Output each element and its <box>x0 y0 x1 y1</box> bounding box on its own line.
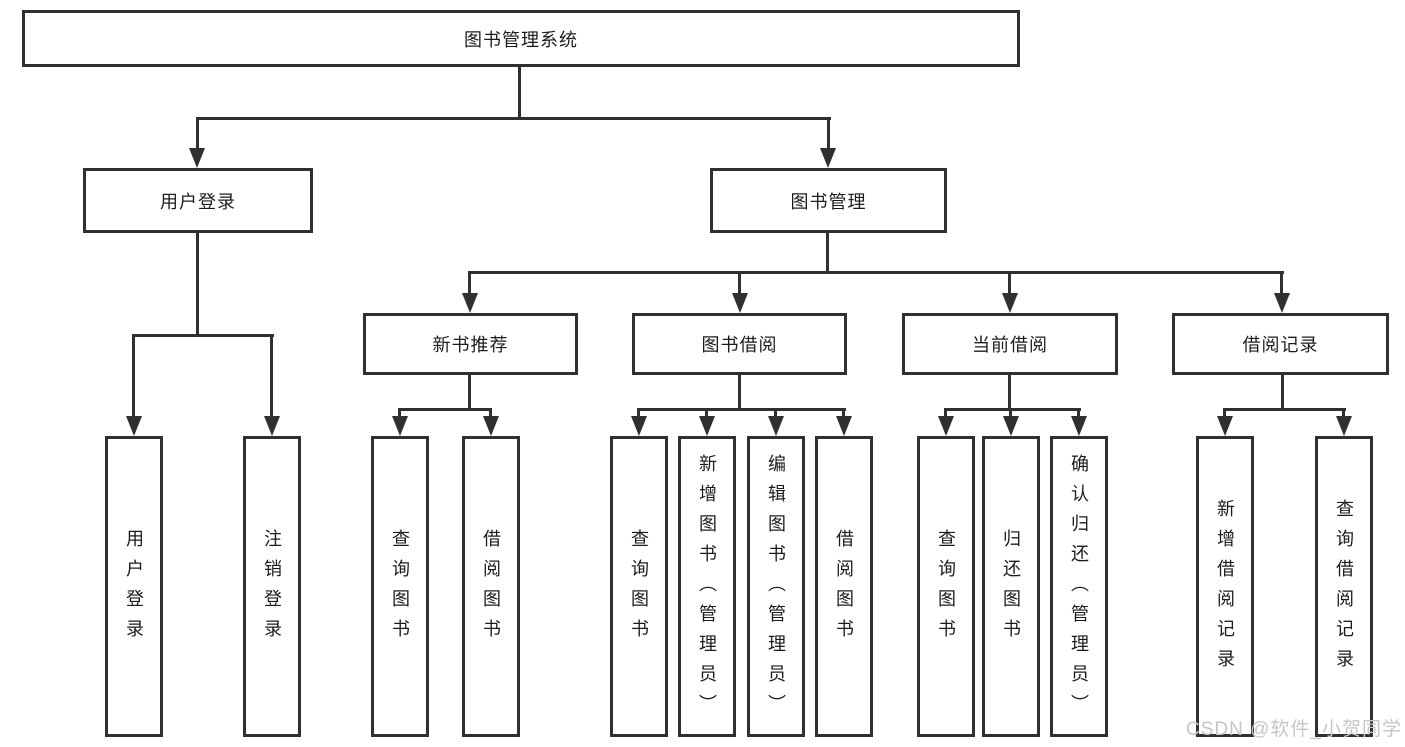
arrowhead-bookmgmt <box>820 148 836 168</box>
connector-userlogin-stem <box>196 117 199 150</box>
arrowhead-bb-add <box>699 416 715 436</box>
arrowhead-leaf-logout <box>264 416 280 436</box>
leaf-bb-borrow-books-label: 借阅图书 <box>834 528 854 649</box>
leaf-cb-return-books: 归还图书 <box>982 436 1040 737</box>
node-book-mgmt: 图书管理 <box>710 168 947 233</box>
leaf-br-query-record-label: 查询借阅记录 <box>1334 498 1354 679</box>
csdn-watermark: CSDN @软件_小贺同学 <box>1186 719 1402 740</box>
connector-bb-borrow-stem <box>842 408 845 418</box>
leaf-br-query-record: 查询借阅记录 <box>1315 436 1373 737</box>
leaf-bb-edit-books: 编辑图书（管理员） <box>747 436 805 737</box>
connector-bookmgmt-stem <box>827 117 830 150</box>
connector-root-stem <box>518 67 521 119</box>
node-borrow-records-label: 借阅记录 <box>1242 335 1319 355</box>
leaf-cb-confirm-return: 确认归还（管理员） <box>1050 436 1108 737</box>
leaf-bb-query-books-label: 查询图书 <box>629 528 649 649</box>
leaf-user-login: 用户登录 <box>105 436 163 737</box>
leaf-cb-query-books-label: 查询图书 <box>936 528 956 649</box>
node-current-borrow-label: 当前借阅 <box>972 335 1048 355</box>
node-book-borrow: 图书借阅 <box>632 313 847 375</box>
arrowhead-br-add <box>1217 416 1233 436</box>
node-borrow-records: 借阅记录 <box>1172 313 1389 375</box>
arrowhead-nbr-query <box>392 416 408 436</box>
arrowhead-leaf-userlogin <box>126 416 142 436</box>
leaf-bb-query-books: 查询图书 <box>610 436 668 737</box>
connector-bookborrow-stem <box>738 271 741 295</box>
connector-leaf-logout-stem <box>270 334 273 418</box>
leaf-bb-add-books: 新增图书（管理员） <box>678 436 736 737</box>
arrowhead-bb-edit <box>768 416 784 436</box>
arrowhead-br-query <box>1336 416 1352 436</box>
node-book-borrow-label: 图书借阅 <box>701 335 778 355</box>
arrowhead-cb-confirm <box>1071 416 1087 436</box>
node-root: 图书管理系统 <box>22 10 1020 67</box>
leaf-bb-add-books-label: 新增图书（管理员） <box>697 453 717 724</box>
leaf-nbr-query-books-label: 查询图书 <box>390 528 410 649</box>
connector-br-hline <box>1223 408 1346 411</box>
node-current-borrow: 当前借阅 <box>902 313 1118 375</box>
connector-nbr-down <box>468 375 471 411</box>
connector-bb-edit-stem <box>774 408 777 418</box>
connector-bb-down <box>738 375 741 411</box>
node-user-login: 用户登录 <box>83 168 313 233</box>
leaf-bb-edit-books-label: 编辑图书（管理员） <box>766 453 786 724</box>
connector-cb-down <box>1008 375 1011 411</box>
leaf-cb-return-books-label: 归还图书 <box>1001 528 1021 649</box>
leaf-user-login-label: 用户登录 <box>124 528 144 649</box>
arrowhead-bookborrow <box>732 293 748 313</box>
connector-bb-hline <box>637 408 846 411</box>
arrowhead-userlogin <box>189 148 205 168</box>
leaf-br-add-record-label: 新增借阅记录 <box>1215 498 1235 679</box>
arrowhead-bb-query <box>631 416 647 436</box>
connector-bookmgmt-down <box>826 233 829 274</box>
leaf-br-add-record: 新增借阅记录 <box>1196 436 1254 737</box>
arrowhead-borrowrecords <box>1274 293 1290 313</box>
node-new-book-rec-label: 新书推荐 <box>432 335 509 355</box>
connector-br-add-stem <box>1223 408 1226 418</box>
leaf-nbr-borrow-books: 借阅图书 <box>462 436 520 737</box>
connector-currentborrow-stem <box>1008 271 1011 295</box>
arrowhead-currentborrow <box>1002 293 1018 313</box>
arrowhead-nbr-borrow <box>483 416 499 436</box>
connector-cb-hline <box>944 408 1081 411</box>
connector-root-hline <box>196 117 831 120</box>
connector-cb-confirm-stem <box>1077 408 1080 418</box>
connector-nbr-hline <box>398 408 492 411</box>
connector-nbr-query-stem <box>398 408 401 418</box>
connector-br-down <box>1281 375 1284 411</box>
connector-nbr-borrow-stem <box>489 408 492 418</box>
connector-cb-return-stem <box>1009 408 1012 418</box>
connector-bb-add-stem <box>705 408 708 418</box>
connector-borrowrecords-stem <box>1280 271 1283 295</box>
node-root-label: 图书管理系统 <box>464 29 578 50</box>
node-user-login-label: 用户登录 <box>160 191 236 212</box>
connector-br-query-stem <box>1342 408 1345 418</box>
connector-leaf-userlogin-stem <box>132 334 135 418</box>
leaf-logout-label: 注销登录 <box>262 528 282 649</box>
leaf-cb-query-books: 查询图书 <box>917 436 975 737</box>
connector-bookmgmt-hline <box>468 271 1284 274</box>
connector-userlogin-down <box>196 233 199 337</box>
connector-newbookrec-stem <box>468 271 471 295</box>
node-book-mgmt-label: 图书管理 <box>790 191 867 212</box>
connector-userlogin-hline <box>132 334 274 337</box>
leaf-nbr-borrow-books-label: 借阅图书 <box>481 528 501 649</box>
arrowhead-bb-borrow <box>836 416 852 436</box>
arrowhead-newbookrec <box>462 293 478 313</box>
leaf-logout: 注销登录 <box>243 436 301 737</box>
arrowhead-cb-return <box>1003 416 1019 436</box>
arrowhead-cb-query <box>938 416 954 436</box>
leaf-bb-borrow-books: 借阅图书 <box>815 436 873 737</box>
node-new-book-rec: 新书推荐 <box>363 313 578 375</box>
connector-bb-query-stem <box>637 408 640 418</box>
leaf-nbr-query-books: 查询图书 <box>371 436 429 737</box>
connector-cb-query-stem <box>944 408 947 418</box>
leaf-cb-confirm-return-label: 确认归还（管理员） <box>1069 453 1089 724</box>
